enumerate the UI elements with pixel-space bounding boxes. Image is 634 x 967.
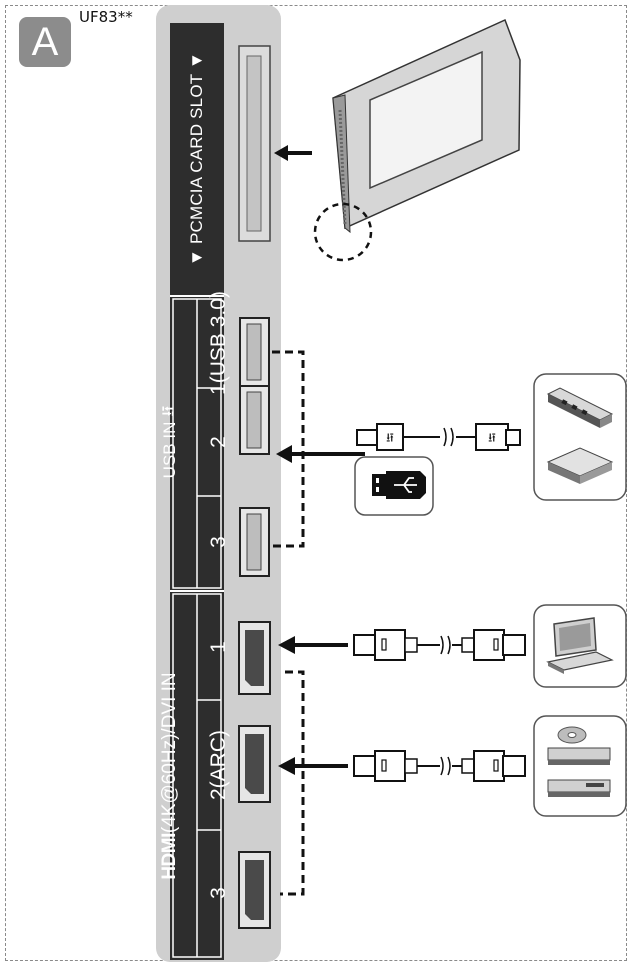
usb-port-3-label: 3 [207, 536, 230, 548]
usb-hub-icon [546, 387, 614, 428]
dvd-player-icon [533, 715, 627, 817]
usb-in-label: USB IN [160, 421, 179, 479]
pcmcia-slot [238, 45, 271, 242]
hdmi-port-1-label: 1 [207, 641, 230, 653]
hdmi-dvi-in-title: HDMI (4K@60Hz)/DVI IN [157, 621, 183, 931]
hdmi-plug-icon [353, 629, 526, 661]
usb-symbol-icon: ⭿ [158, 405, 178, 417]
section-badge: A [19, 17, 71, 67]
hdmi-port-2-label: 2(ARC) [207, 730, 230, 801]
hdmi-plug-icon [353, 750, 526, 782]
hdmi-port-3-label: 3 [207, 887, 230, 899]
svg-text:⭿: ⭿ [488, 431, 496, 445]
svg-text:⭿: ⭿ [386, 431, 394, 445]
usb-port-2 [239, 385, 270, 455]
hdmi-port-1 [238, 621, 271, 695]
model-label: UF83** [79, 8, 133, 26]
usb-port-2-label: 2 [207, 436, 230, 448]
hdmi-port-2 [238, 725, 271, 803]
external-hdd-icon [546, 447, 614, 484]
hdmi-title-suffix: (4K@60Hz)/DVI IN [159, 672, 180, 834]
usb-port-1-label: 1(USB 3.0) [207, 291, 230, 395]
hdmi-port-3 [238, 851, 271, 929]
hdmi-logo: HDMI [159, 833, 180, 880]
usb-in-title: USB IN ⭿ [157, 312, 183, 572]
pcmcia-card-icon [313, 18, 521, 262]
usb-port-3 [239, 507, 270, 577]
pcmcia-slot-label: ▼ PCMCIA CARD SLOT ▼ [187, 52, 206, 266]
usb-flash-drive-icon [354, 456, 434, 516]
usb-port-1 [239, 317, 270, 387]
laptop-icon [533, 604, 627, 688]
usb-plug-icon: ⭿ ⭿ [356, 423, 521, 451]
